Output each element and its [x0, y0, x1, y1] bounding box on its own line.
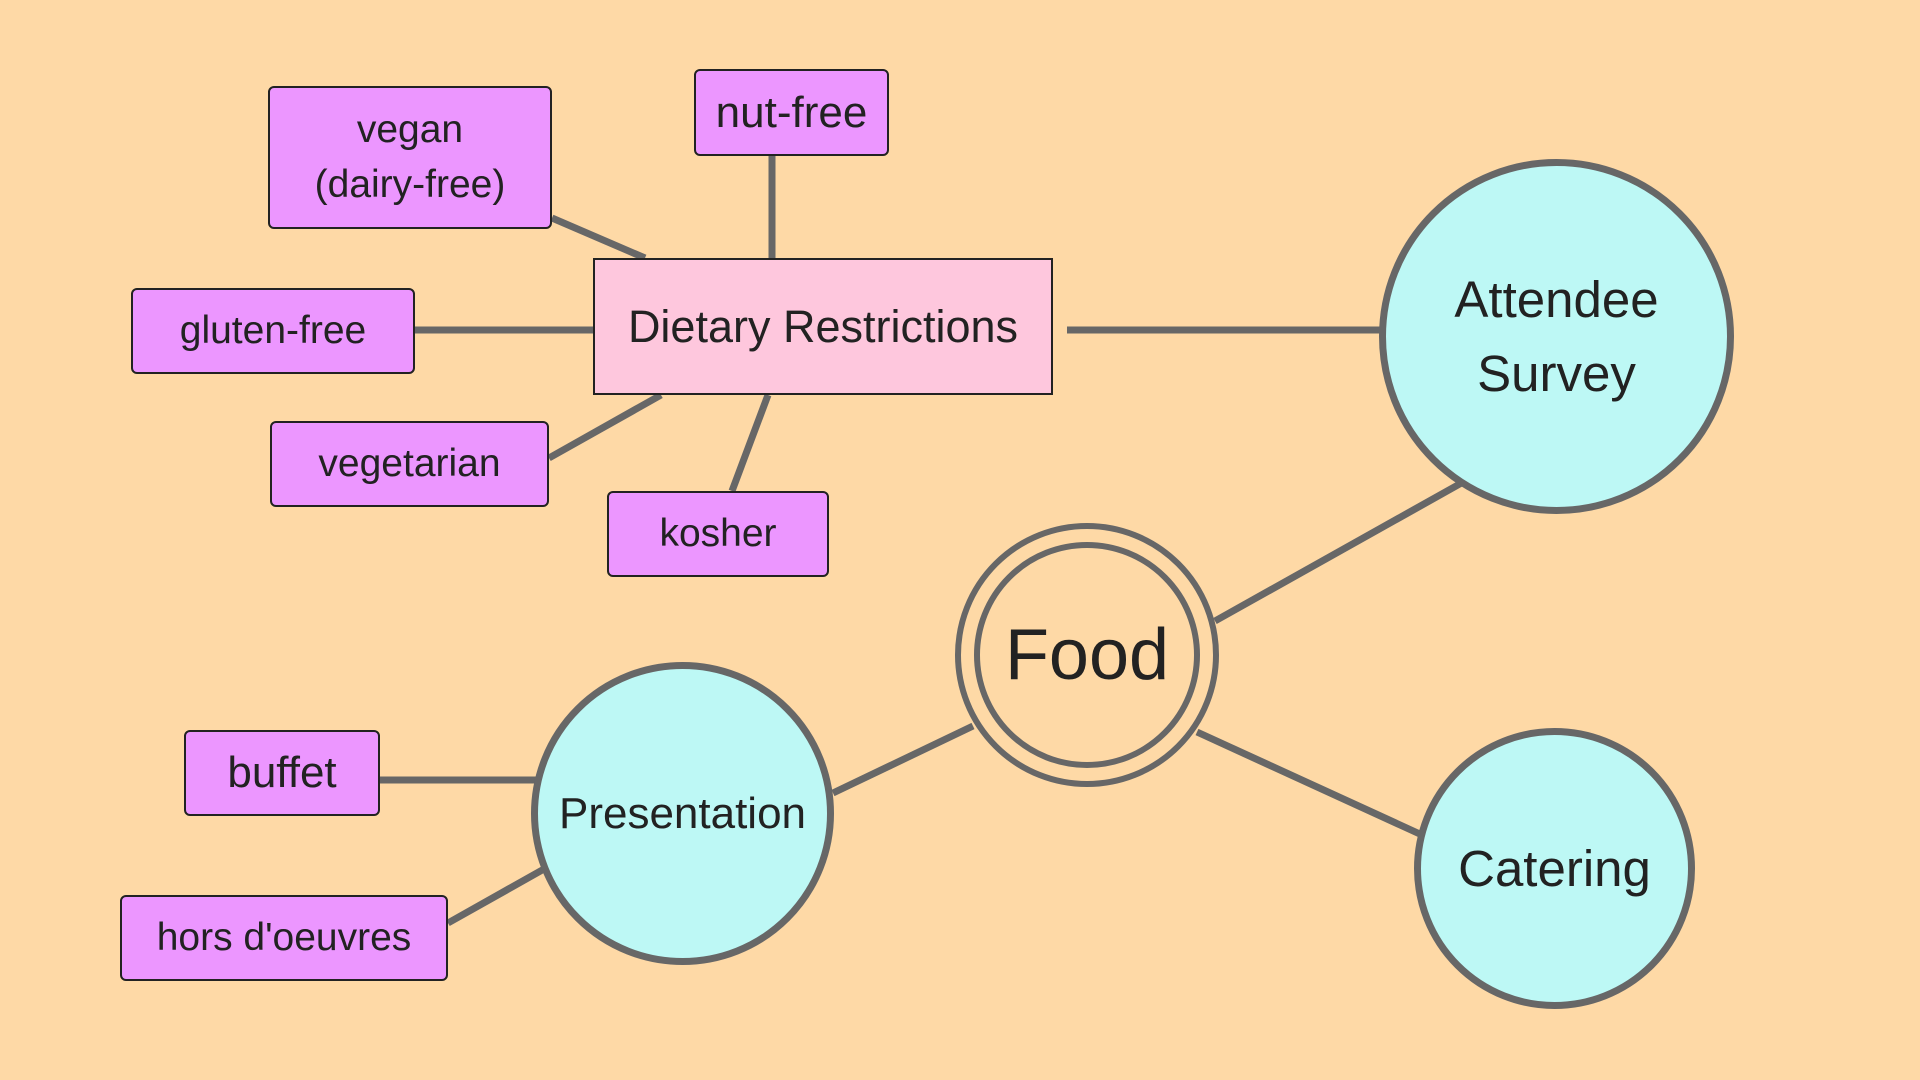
tag-gluten-free-label: gluten-free: [179, 308, 367, 352]
presentation-node: Presentation: [531, 662, 834, 965]
tag-gluten-free: gluten-free: [131, 288, 415, 374]
food-node: Food: [955, 523, 1219, 787]
tag-nut-free: nut-free: [694, 69, 889, 156]
tag-hors-doeuvres: hors d'oeuvres: [120, 895, 448, 981]
connector-food-presentation: [831, 722, 975, 797]
attendee-survey-label: Attendee Survey: [1454, 270, 1659, 402]
presentation-label: Presentation: [558, 788, 807, 838]
tag-hors-doeuvres-label: hors d'oeuvres: [156, 915, 412, 959]
connector-dietary-vegetarian: [547, 391, 663, 462]
catering-node: Catering: [1414, 728, 1695, 1009]
connector-dietary-kosher: [728, 393, 772, 493]
connector-food-catering: [1195, 728, 1424, 839]
attendee-survey-node: Attendee Survey: [1379, 159, 1734, 514]
tag-kosher: kosher: [607, 491, 829, 577]
tag-vegetarian-label: vegetarian: [318, 441, 501, 485]
dietary-restrictions-label: Dietary Restrictions: [627, 300, 1019, 352]
dietary-restrictions-node: Dietary Restrictions: [593, 258, 1053, 395]
tag-vegetarian: vegetarian: [270, 421, 549, 507]
connector-dietary-vegan: [550, 214, 647, 262]
catering-label: Catering: [1458, 840, 1651, 897]
tag-vegan: vegan (dairy-free): [268, 86, 552, 229]
connector-food-attendee-survey: [1213, 477, 1467, 625]
connector-presentation-hors-doeuvres: [446, 865, 546, 927]
tag-buffet-label: buffet: [227, 748, 337, 798]
tag-vegan-label: vegan (dairy-free): [314, 107, 506, 206]
food-label: Food: [974, 542, 1200, 768]
tag-buffet: buffet: [184, 730, 380, 816]
tag-nut-free-label: nut-free: [715, 87, 868, 137]
tag-kosher-label: kosher: [659, 511, 777, 555]
